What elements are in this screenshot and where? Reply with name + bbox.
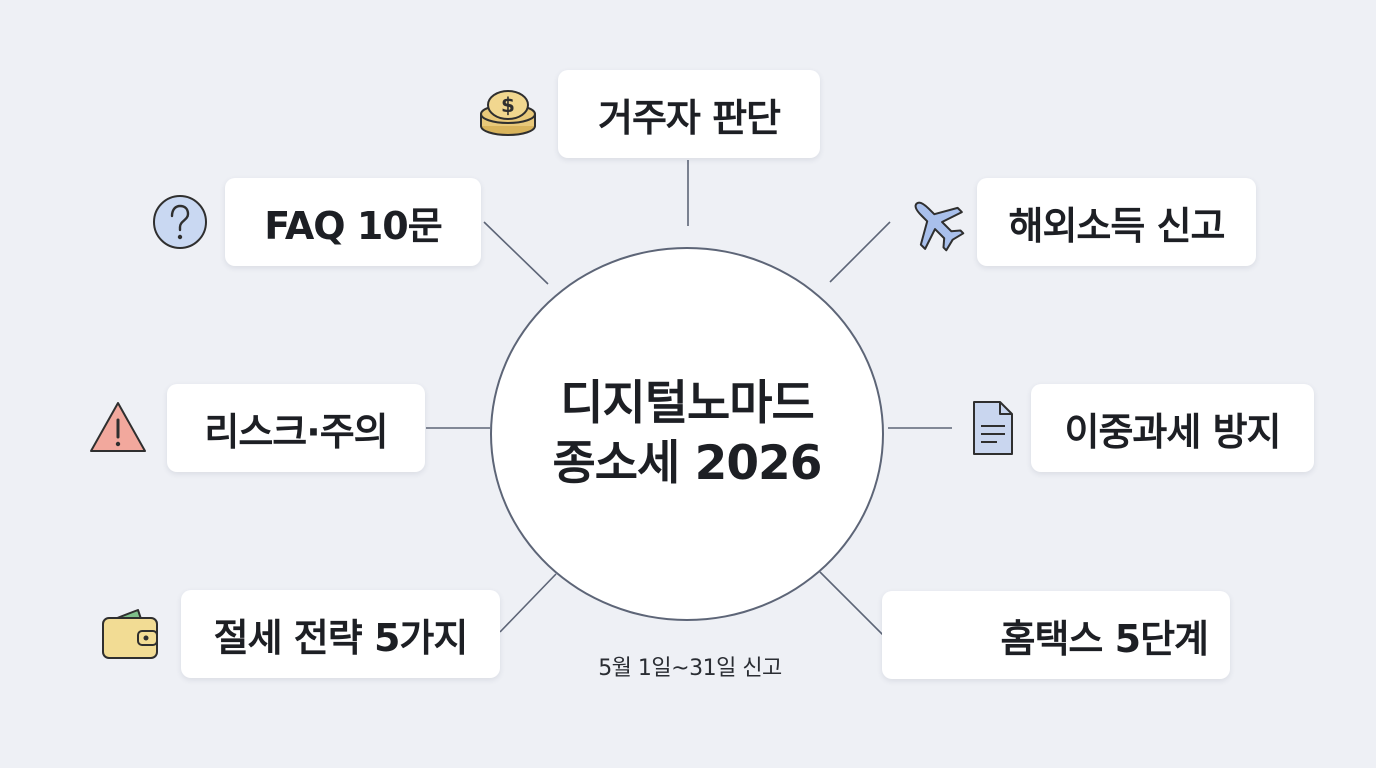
node-double-tax-label: 이중과세 방지 bbox=[1064, 409, 1282, 454]
node-faq-label: FAQ 10문 bbox=[264, 203, 442, 248]
node-resident-label: 거주자 판단 bbox=[597, 95, 781, 140]
node-tax-saving-label: 절세 전략 5가지 bbox=[213, 615, 469, 660]
central-title-line2: 종소세 2026 bbox=[552, 436, 823, 491]
node-resident[interactable]: 거주자 판단 bbox=[558, 70, 820, 158]
connector-foreign-income bbox=[829, 221, 891, 283]
node-double-tax[interactable]: 이중과세 방지 bbox=[1031, 384, 1314, 472]
node-hometax-label: 홈택스 5단계 bbox=[1000, 616, 1209, 661]
central-title-line1: 디지털노마드 bbox=[560, 376, 814, 431]
node-foreign-income[interactable]: 해외소득 신고 bbox=[977, 178, 1256, 266]
central-topic: 디지털노마드 종소세 2026 bbox=[490, 247, 884, 621]
connector-hometax bbox=[819, 571, 885, 637]
node-risk-label: 리스크·주의 bbox=[204, 409, 388, 454]
filing-period-note: 5월 1일~31일 신고 bbox=[598, 656, 782, 681]
node-tax-saving[interactable]: 절세 전략 5가지 bbox=[181, 590, 500, 678]
airplane-icon bbox=[905, 192, 965, 252]
node-foreign-income-label: 해외소득 신고 bbox=[1008, 203, 1226, 248]
document-icon bbox=[962, 398, 1022, 458]
node-risk[interactable]: 리스크·주의 bbox=[167, 384, 425, 472]
wallet-icon bbox=[100, 604, 160, 664]
svg-text:$: $ bbox=[501, 93, 515, 117]
node-hometax[interactable]: 홈택스 5단계 bbox=[882, 591, 1230, 679]
question-icon bbox=[150, 192, 210, 252]
warning-icon bbox=[88, 398, 148, 458]
coins-icon: $ bbox=[478, 86, 538, 146]
connector-faq bbox=[483, 221, 549, 285]
connector-tax-saving bbox=[499, 573, 557, 633]
node-faq[interactable]: FAQ 10문 bbox=[225, 178, 481, 266]
